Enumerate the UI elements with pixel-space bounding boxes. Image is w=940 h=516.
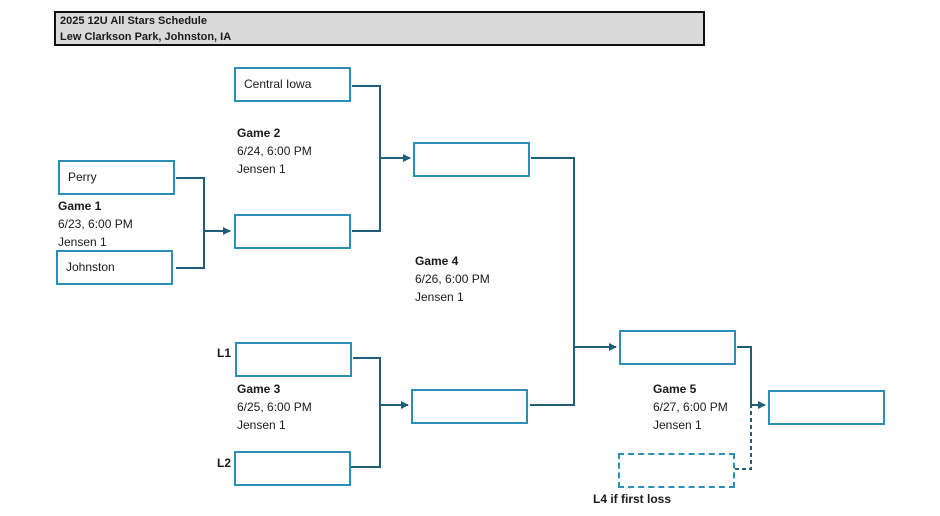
label-l4: L4 if first loss (593, 492, 672, 506)
connector-perry (176, 177, 205, 231)
slot-l4 (618, 453, 735, 488)
slot-game4-winner (619, 330, 736, 365)
connector-g2-winner (531, 157, 575, 347)
slot-game1-winner (234, 214, 351, 249)
game-datetime: 6/23, 6:00 PM (58, 217, 133, 231)
game-title: Game 5 (653, 382, 697, 396)
game-field: Jensen 1 (653, 418, 702, 432)
connector-l1 (353, 357, 381, 405)
slot-central-iowa: Central Iowa (234, 67, 351, 102)
game-field: Jensen 1 (58, 235, 107, 249)
team-name: Central Iowa (244, 77, 312, 91)
game-datetime: 6/24, 6:00 PM (237, 144, 312, 158)
slot-perry: Perry (58, 160, 175, 195)
slot-johnston: Johnston (56, 250, 173, 285)
game-title: Game 2 (237, 126, 281, 140)
game-field: Jensen 1 (415, 290, 464, 304)
slot-champion (768, 390, 885, 425)
schedule-header: 2025 12U All Stars Schedule Lew Clarkson… (54, 11, 705, 46)
label-l1: L1 (217, 346, 232, 360)
game1-info: Game 1 6/23, 6:00 PM Jensen 1 (58, 197, 133, 251)
game3-info: Game 3 6/25, 6:00 PM Jensen 1 (237, 380, 312, 434)
team-name: Perry (68, 170, 97, 184)
game2-info: Game 2 6/24, 6:00 PM Jensen 1 (237, 124, 312, 178)
slot-game3-winner (411, 389, 528, 424)
schedule-title: 2025 12U All Stars Schedule (60, 15, 207, 27)
game4-info: Game 4 6/26, 6:00 PM Jensen 1 (415, 252, 490, 306)
schedule-location: Lew Clarkson Park, Johnston, IA (60, 31, 232, 43)
team-name: Johnston (66, 260, 115, 274)
connector-johnston (176, 231, 205, 269)
game5-info: Game 5 6/27, 6:00 PM Jensen 1 (653, 380, 728, 434)
slot-l2 (234, 451, 351, 486)
game-field: Jensen 1 (237, 418, 286, 432)
game-title: Game 4 (415, 254, 459, 268)
slot-l1 (235, 342, 352, 377)
connector-central-iowa (352, 85, 381, 158)
connector-g1-winner (352, 158, 381, 232)
game-datetime: 6/26, 6:00 PM (415, 272, 490, 286)
game-datetime: 6/25, 6:00 PM (237, 400, 312, 414)
connector-g4-winner (737, 346, 752, 405)
connector-l4 (735, 405, 752, 470)
game-title: Game 3 (237, 382, 281, 396)
connector-g3-winner (530, 347, 575, 406)
slot-game2-winner (413, 142, 530, 177)
label-l2: L2 (217, 456, 232, 470)
game-title: Game 1 (58, 199, 102, 213)
game-datetime: 6/27, 6:00 PM (653, 400, 728, 414)
connector-l2 (351, 405, 381, 468)
game-field: Jensen 1 (237, 162, 286, 176)
